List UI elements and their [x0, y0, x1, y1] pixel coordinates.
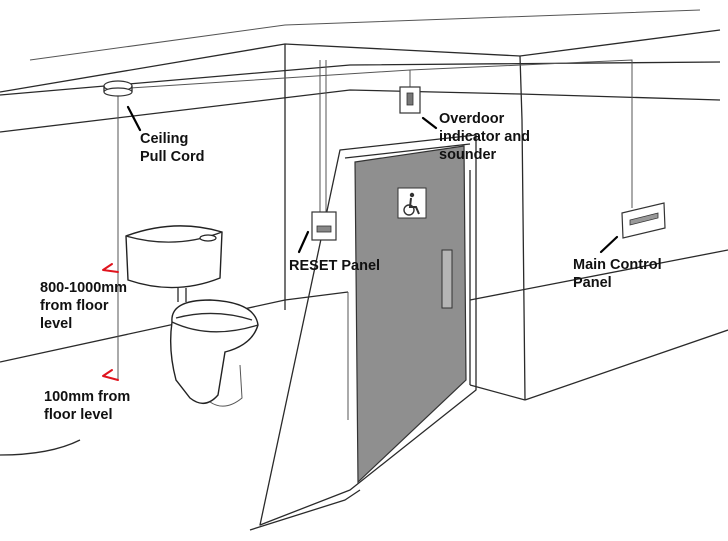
label-overdoor-indicator: Overdoor indicator and sounder: [439, 111, 531, 163]
floor-lines: [0, 292, 349, 456]
cable-runs: [117, 59, 633, 380]
flush-handle: [199, 234, 217, 242]
label-main-control-panel: Main Control Panel: [573, 257, 662, 291]
door-handle-plate: [441, 249, 453, 309]
wheelchair-icon: [397, 187, 427, 219]
overdoor-indicator: [399, 86, 421, 114]
toilet-bowl: [169, 299, 259, 404]
label-height-lower: 100mm from floor level: [44, 389, 131, 423]
label-height-upper: 800-1000mm from floor level: [40, 280, 128, 332]
marker-upper-height: [102, 263, 119, 273]
height-markers: [102, 263, 119, 381]
label-ceiling-pull-cord: Ceiling Pull Cord: [140, 131, 205, 165]
door-panel: [354, 145, 467, 484]
label-leaders: [126, 105, 619, 254]
leader-main-control: [599, 235, 619, 254]
leader-reset-panel: [297, 230, 310, 254]
door-assembly: [249, 134, 477, 531]
marker-lower-height: [102, 369, 119, 381]
main-control-panel-unit: [621, 202, 666, 239]
ceiling-pull-cord-unit: [103, 80, 133, 97]
leader-ceiling-pull-cord: [126, 105, 142, 132]
leader-overdoor: [421, 116, 438, 130]
ceiling-lines: [0, 9, 721, 133]
reset-panel-unit: [311, 211, 337, 241]
label-reset-panel: RESET Panel: [289, 258, 381, 274]
toilet: [125, 225, 259, 407]
partition-walls: [0, 44, 728, 401]
